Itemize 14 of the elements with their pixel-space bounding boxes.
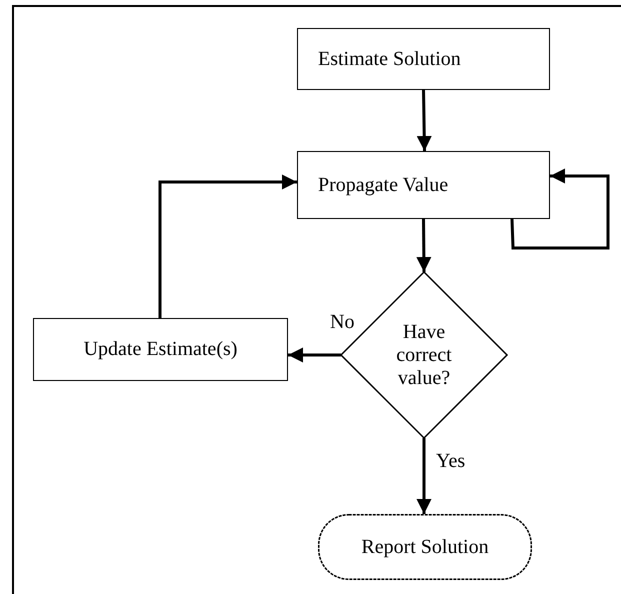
arrow: [510, 168, 610, 250]
process-box: [33, 318, 288, 381]
node-label: Report Solution: [361, 536, 489, 558]
process-box: [297, 28, 550, 90]
arrow: [288, 348, 341, 362]
arrow: [158, 174, 297, 318]
arrow: [416, 218, 432, 272]
arrow: [416, 90, 432, 152]
node-label: Propagate Value: [318, 174, 448, 196]
node-label: Have correct value?: [395, 320, 453, 390]
node-label: Estimate Solution: [318, 48, 461, 70]
node-label: Update Estimate(s): [84, 338, 238, 361]
process-box: [297, 151, 550, 219]
arrow: [416, 438, 432, 514]
